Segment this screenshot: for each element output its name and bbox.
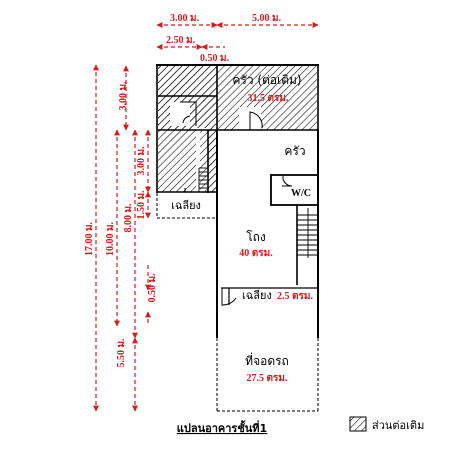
dim-kitchen-depth: 3.00 ม. — [136, 146, 147, 176]
dimension-lines — [93, 22, 319, 412]
room-porch-label: เฉลียง — [242, 289, 272, 302]
room-hall-label: โถง — [246, 230, 266, 244]
room-wc-label: W/C — [291, 188, 311, 199]
door-swings — [180, 101, 293, 306]
room-kitchen-label: ครัว — [284, 144, 305, 158]
dim-section-depth-8: 8.00 ม. — [123, 203, 134, 233]
room-porch-area: 2.5 ตรม. — [277, 291, 313, 302]
room-kitchen-extension-label: ครัว (ต่อเติม) — [232, 73, 301, 87]
room-parking-label: ที่จอดรถ — [245, 352, 289, 368]
legend-label: ส่วนต่อเติม — [372, 419, 424, 432]
dim-step-depth: 0.50 ม. — [147, 273, 158, 303]
dim-overall-depth: 17.00 ม. — [84, 221, 95, 256]
stairs-right — [297, 208, 318, 258]
dashed-outlines — [156, 193, 319, 412]
legend-swatch — [349, 416, 367, 432]
dim-section-depth-10: 10.00 ม. — [105, 221, 116, 256]
dim-section-depth-5-50: 5.50 ม. — [116, 338, 127, 368]
room-hall-area: 40 ตรม. — [239, 248, 273, 259]
dim-top-right-width: 5.00 ม. — [252, 13, 282, 24]
stairs-left — [198, 167, 207, 192]
dim-top-inner-width: 2.50 ม. — [166, 35, 196, 46]
dim-top-left-width: 3.00 ม. — [170, 13, 200, 24]
dim-stair-depth: 1.50 ม. — [136, 190, 147, 220]
room-kitchen-extension-area: 31.5 ตรม. — [248, 93, 289, 104]
plan-caption: แปลนอาคารชั้นที่1 — [177, 420, 267, 435]
dim-kitchen-ext-depth: 3.00 ม. — [118, 81, 129, 111]
room-stair-left-label: เฉลียง — [171, 199, 201, 212]
room-parking-area: 27.5 ตรม. — [247, 373, 288, 384]
dim-top-gap-width: 0.50 ม. — [200, 53, 230, 64]
